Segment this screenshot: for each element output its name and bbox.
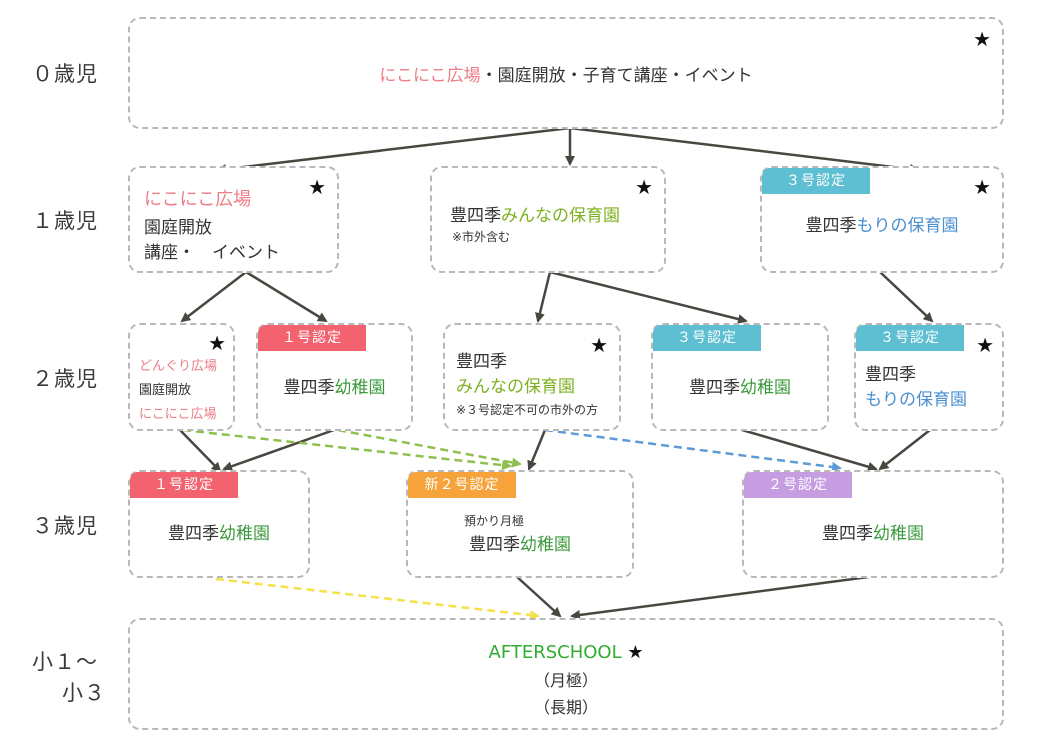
certification-badge: ３号認定 — [856, 325, 964, 351]
row2-b4-prefix: 豊四季 — [689, 378, 740, 398]
row1-mid-prefix: 豊四季 — [450, 206, 501, 226]
row3-b2-note: 預かり月極 — [464, 514, 525, 528]
row3-b1-prefix: 豊四季 — [168, 524, 219, 544]
row1-right-highlight: もりの保育園 — [856, 216, 959, 236]
certification-badge: 新２号認定 — [408, 472, 516, 498]
row3-b3-highlight: 幼稚園 — [873, 524, 924, 544]
row3-b2-prefix: 豊四季 — [469, 535, 520, 555]
arrow-2e-to-3c — [878, 429, 931, 471]
arrow-2a-to-3a — [179, 429, 222, 473]
afterschool-line3: （長期） — [533, 698, 598, 717]
box-age0-programs: ★ にこにこ広場・園庭開放・子育て講座・イベント — [128, 17, 1004, 129]
box-age2-mori: ３号認定 ★ 豊四季 もりの保育園 — [854, 323, 1004, 431]
age-label-0: ０歳児 — [32, 62, 98, 86]
arrow-1mid-to-2a — [535, 271, 552, 323]
box-afterschool: AFTERSCHOOL ★ （月極） （長期） — [128, 618, 1004, 730]
arrow-1right-to-2 — [879, 271, 934, 323]
box-age3-kindergarten-new2: 新２号認定 預かり月極 豊四季幼稚園 — [406, 470, 634, 578]
row3-b1-highlight: 幼稚園 — [219, 524, 270, 544]
row1-right-name: 豊四季もりの保育園 — [762, 211, 1002, 236]
afterschool-title: AFTERSCHOOL — [488, 642, 622, 663]
row2-b2-name: 豊四季幼稚園 — [258, 373, 411, 398]
afterschool-line2: （月極） — [533, 671, 598, 690]
row1-mid-note: ※市外含む — [452, 230, 511, 244]
star-icon: ★ — [976, 333, 994, 357]
row1-mid-highlight: みんなの保育園 — [501, 206, 620, 226]
row2-b3-note: ※３号認定不可の市外の方 — [456, 403, 599, 417]
box-age1-mori: ３号認定 ★ 豊四季もりの保育園 — [760, 166, 1004, 273]
row2-b4-highlight: 幼稚園 — [740, 378, 791, 398]
row3-b1-name: 豊四季幼稚園 — [130, 519, 308, 544]
row0-rest: ・園庭開放・子育て講座・イベント — [480, 66, 753, 86]
arrow-3b-to-4 — [515, 575, 562, 618]
arrow-1left-to-2b — [245, 270, 328, 323]
age-label-elementary-2: 小３ — [62, 681, 106, 705]
row1-left-line2: 園庭開放 — [144, 218, 212, 238]
star-icon: ★ — [208, 331, 226, 355]
star-icon: ★ — [973, 175, 991, 199]
dashed-arrow-2c-to-3c — [544, 428, 842, 472]
box-age1-hiroba: ★ にこにこ広場 園庭開放 講座・ イベント — [128, 166, 339, 273]
row2-b2-highlight: 幼稚園 — [334, 378, 386, 398]
row2-b3-line2: みんなの保育園 — [456, 377, 575, 397]
row1-left-line1: にこにこ広場 — [144, 189, 252, 210]
arrow-2b-to-3a — [222, 428, 335, 472]
certification-badge: ３号認定 — [653, 325, 761, 351]
row3-b3-prefix: 豊四季 — [822, 524, 873, 544]
age-label-1: １歳児 — [32, 209, 98, 233]
star-icon: ★ — [308, 175, 326, 199]
afterschool-title-line: AFTERSCHOOL ★ — [130, 642, 1002, 663]
row3-b2-highlight: 幼稚園 — [520, 535, 571, 555]
star-icon: ★ — [627, 642, 644, 663]
dashed-arrow-2a-to-3b — [182, 428, 512, 471]
row2-b5-line2: もりの保育園 — [865, 390, 967, 410]
arrow-1mid-to-2b — [549, 270, 748, 324]
dashed-arrow-2b-to-3b — [337, 428, 522, 468]
row0-text: にこにこ広場・園庭開放・子育て講座・イベント — [130, 61, 1002, 86]
star-icon: ★ — [590, 333, 608, 357]
row0-hiroba: にこにこ広場 — [379, 66, 481, 86]
arrow-1left-to-2a — [180, 271, 247, 323]
certification-badge: ２号認定 — [744, 472, 852, 498]
row2-b1-line3: にこにこ広場 — [139, 407, 217, 422]
box-age3-kindergarten-2: ２号認定 豊四季幼稚園 — [742, 470, 1004, 578]
age-label-3: ３歳児 — [32, 514, 98, 538]
box-age1-minna: ★ 豊四季みんなの保育園 ※市外含む — [430, 166, 666, 273]
box-age2-kindergarten-1: １号認定 豊四季幼稚園 — [256, 323, 413, 431]
row1-left-line3: 講座・ イベント — [144, 243, 280, 263]
box-age2-donguri: ★ どんぐり広場 園庭開放 にこにこ広場 — [128, 323, 235, 431]
row2-b1-line2: 園庭開放 — [139, 383, 192, 398]
age-label-elementary-1: 小１～ — [32, 650, 98, 674]
certification-badge: ３号認定 — [762, 168, 870, 194]
age-label-2: ２歳児 — [32, 367, 98, 391]
box-age2-kindergarten-3: ３号認定 豊四季幼稚園 — [651, 323, 829, 431]
row2-b5-line1: 豊四季 — [865, 365, 916, 385]
row2-b3-line1: 豊四季 — [456, 352, 507, 372]
star-icon: ★ — [973, 27, 991, 51]
row3-b2-name: 豊四季幼稚園 — [408, 530, 632, 555]
row1-mid-name: 豊四季みんなの保育園 — [450, 201, 620, 226]
star-icon: ★ — [635, 175, 653, 199]
arrow-2c-to-3b — [527, 429, 547, 471]
certification-badge: １号認定 — [258, 325, 366, 351]
certification-badge: １号認定 — [130, 472, 238, 498]
box-age3-kindergarten-1: １号認定 豊四季幼稚園 — [128, 470, 310, 578]
row2-b4-name: 豊四季幼稚園 — [653, 373, 827, 398]
row2-b1-line1: どんぐり広場 — [139, 359, 218, 374]
row2-b2-prefix: 豊四季 — [283, 378, 335, 398]
box-age2-minna: ★ 豊四季 みんなの保育園 ※３号認定不可の市外の方 — [443, 323, 621, 431]
arrow-0-to-1-left — [216, 126, 571, 175]
arrow-0-to-1-right — [569, 126, 920, 175]
row1-right-prefix: 豊四季 — [805, 216, 857, 236]
row3-b3-name: 豊四季幼稚園 — [744, 519, 1002, 544]
arrow-2d-to-3c — [741, 428, 878, 472]
dashed-arrow-3a-to-4 — [215, 577, 540, 621]
arrow-3c-to-4 — [570, 574, 877, 620]
